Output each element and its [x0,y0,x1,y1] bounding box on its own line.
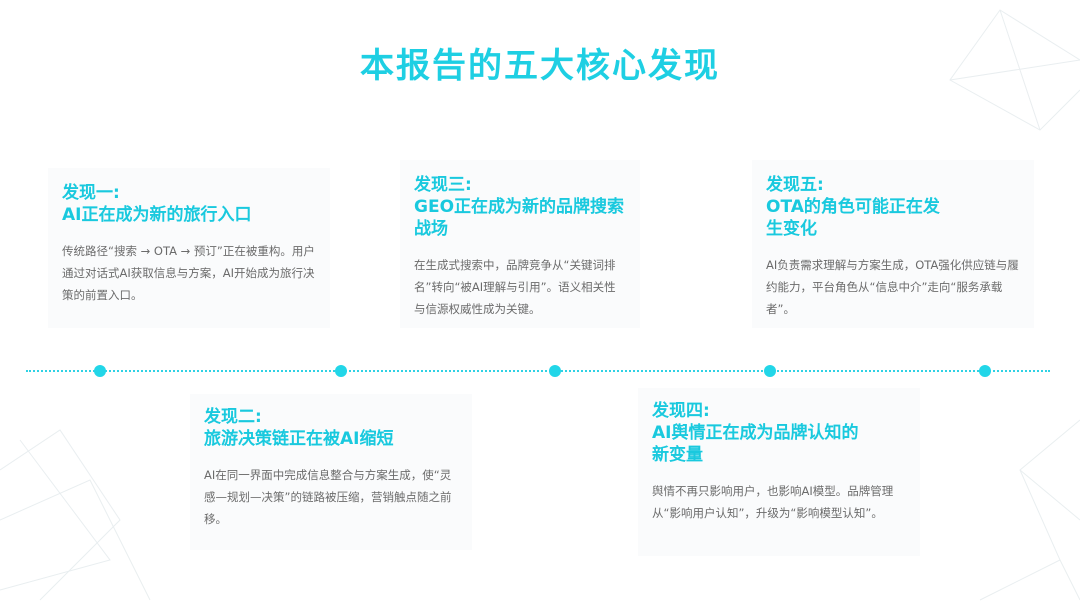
finding-card-1: 发现一: AI正在成为新的旅行入口 传统路径“搜索 → OTA → 预订”正在被… [48,168,330,328]
finding-body: AI在同一界面中完成信息整合与方案生成，使“灵感—规划—决策”的链路被压缩，营销… [204,468,452,526]
timeline-dot-4 [764,365,776,377]
timeline-dot-2 [335,365,347,377]
finding-card-3: 发现三: GEO正在成为新的品牌搜索战场 在生成式搜索中，品牌竞争从“关键词排名… [400,160,640,328]
timeline-dot-3 [549,365,561,377]
finding-label: 发现五: [766,175,824,195]
timeline-dot-5 [979,365,991,377]
timeline-line [26,370,1050,372]
finding-label: 发现一: [62,183,120,203]
timeline-dot-1 [94,365,106,377]
finding-card-2: 发现二: 旅游决策链正在被AI缩短 AI在同一界面中完成信息整合与方案生成，使“… [190,394,472,550]
finding-card-4: 发现四: AI舆情正在成为品牌认知的新变量 舆情不再只影响用户，也影响AI模型。… [638,388,920,556]
finding-card-5: 发现五: OTA的角色可能正在发生变化 AI负责需求理解与方案生成，OTA强化供… [752,160,1034,328]
finding-body: 舆情不再只影响用户，也影响AI模型。品牌管理从“影响用户认知”，升级为“影响模型… [652,484,894,520]
finding-heading: 旅游决策链正在被AI缩短 [204,429,394,449]
finding-label: 发现四: [652,401,710,421]
finding-heading: OTA的角色可能正在发生变化 [766,197,940,239]
finding-label: 发现二: [204,407,262,427]
finding-heading: AI舆情正在成为品牌认知的新变量 [652,423,859,465]
finding-heading: GEO正在成为新的品牌搜索战场 [414,197,625,239]
finding-body: 在生成式搜索中，品牌竞争从“关键词排名”转向“被AI理解与引用”。语义相关性与信… [414,258,616,316]
finding-heading: AI正在成为新的旅行入口 [62,205,252,225]
finding-body: AI负责需求理解与方案生成，OTA强化供应链与履约能力，平台角色从“信息中介”走… [766,258,1019,316]
finding-body: 传统路径“搜索 → OTA → 预订”正在被重构。用户通过对话式AI获取信息与方… [62,244,315,302]
finding-label: 发现三: [414,175,472,195]
page-title: 本报告的五大核心发现 [360,46,720,86]
